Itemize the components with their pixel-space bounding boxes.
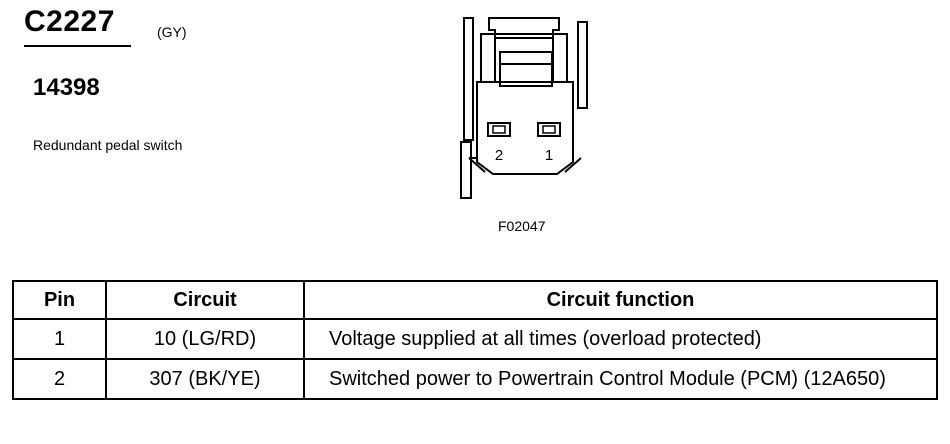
part-number: 14398 — [33, 74, 100, 101]
table-row: 1 10 (LG/RD) Voltage supplied at all tim… — [12, 318, 938, 360]
connector-left-foot — [460, 141, 472, 199]
pin-label-2: 2 — [495, 147, 503, 164]
cell-circuit: 10 (LG/RD) — [105, 318, 305, 360]
connector-left-latch — [463, 17, 474, 141]
pin-label-1: 1 — [545, 147, 553, 164]
connector-description: Redundant pedal switch — [33, 137, 183, 153]
connector-main-body — [476, 81, 574, 175]
pin-cavity-2 — [487, 122, 511, 137]
table-header-row: Pin Circuit Circuit function — [12, 280, 938, 320]
connector-id-underline — [24, 45, 131, 47]
header-pin: Pin — [12, 280, 107, 320]
cell-circuit-function: Switched power to Powertrain Control Mod… — [303, 358, 938, 400]
header-circuit-function: Circuit function — [303, 280, 938, 320]
connector-color: (GY) — [157, 24, 187, 40]
pin-cavity-1 — [537, 122, 561, 137]
pin-table: Pin Circuit Circuit function 1 10 (LG/RD… — [12, 280, 938, 400]
cell-pin: 1 — [12, 318, 107, 360]
figure-code: F02047 — [498, 218, 546, 234]
cell-pin: 2 — [12, 358, 107, 400]
connector-center-key — [499, 51, 553, 87]
cell-circuit-function: Voltage supplied at all times (overload … — [303, 318, 938, 360]
cell-circuit: 307 (BK/YE) — [105, 358, 305, 400]
connector-right-latch — [577, 21, 588, 109]
connector-face-diagram: 2 1 — [460, 17, 588, 199]
header-circuit: Circuit — [105, 280, 305, 320]
connector-upper-body — [480, 33, 568, 83]
connector-id: C2227 — [24, 5, 115, 38]
table-row: 2 307 (BK/YE) Switched power to Powertra… — [12, 358, 938, 400]
